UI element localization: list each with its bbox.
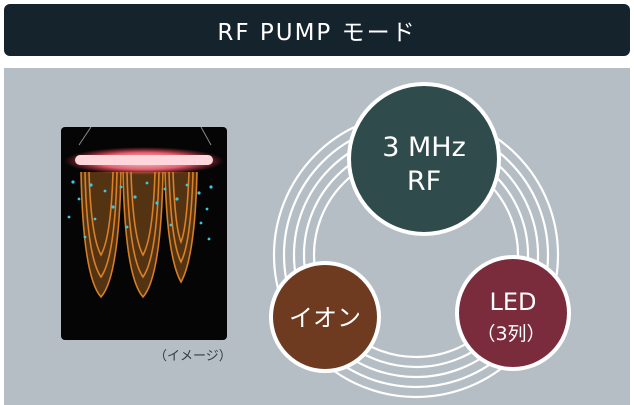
- image-caption: （イメージ）: [154, 349, 232, 364]
- mode-diagram: 3 MHz RF イオン LED （3列）: [269, 82, 571, 399]
- rf-label: RF: [407, 166, 441, 197]
- rf-circle: [347, 82, 501, 236]
- ion-circle: [269, 261, 381, 373]
- mode-title: RF PUMP モード: [217, 20, 417, 46]
- content-panel: （イメージ） 3 MHz RF イオン LED （3列）: [4, 68, 630, 405]
- led-label: LED: [489, 288, 536, 316]
- ion-label: イオン: [289, 304, 361, 332]
- led-rows-label: （3列）: [476, 323, 545, 345]
- rf-frequency-label: 3 MHz: [382, 132, 466, 163]
- rf-wave-image: [64, 127, 224, 299]
- rf-pump-illustration: [61, 127, 227, 340]
- led-circle: [455, 255, 571, 371]
- mode-title-bar: RF PUMP モード: [4, 4, 630, 56]
